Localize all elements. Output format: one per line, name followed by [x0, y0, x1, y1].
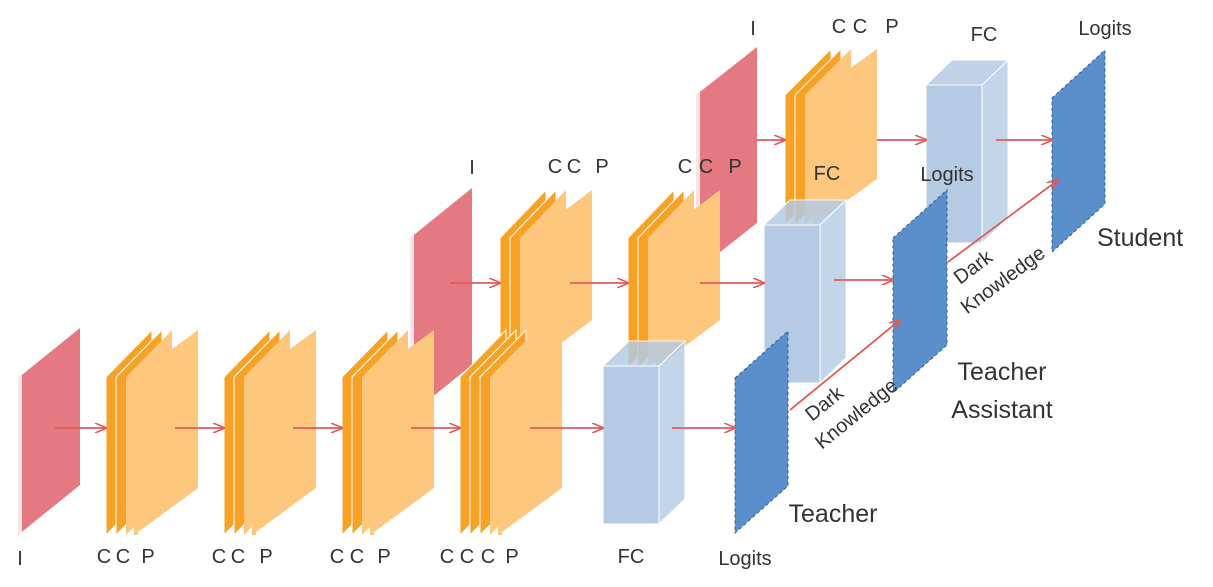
student-network: I C C P FC Logits — [696, 16, 1132, 271]
teacher-network: I C C P C C P C C P C C C P FC Logits — [17, 328, 789, 570]
assistant-conv-label: C — [699, 156, 713, 178]
assistant-model-label-line1: Teacher — [958, 358, 1047, 386]
teacher-conv-label: C — [440, 546, 454, 568]
dark-knowledge-arrow-upper — [947, 180, 1058, 263]
teacher-conv-label: C — [116, 546, 130, 568]
teacher-pool-label: P — [505, 546, 518, 568]
assistant-pool-label: P — [595, 156, 608, 178]
teacher-input-label: I — [17, 548, 23, 570]
teacher-pool-label: P — [141, 546, 154, 568]
dark-knowledge-arrow-lower — [789, 320, 900, 411]
assistant-conv-label: C — [548, 156, 562, 178]
student-conv-label: C — [853, 16, 867, 38]
teacher-conv-label: C — [231, 546, 245, 568]
teacher-conv-block-3 — [341, 328, 434, 537]
teacher-conv-label: C — [97, 546, 111, 568]
student-conv-label: C — [832, 16, 846, 38]
teacher-conv-label: C — [350, 546, 364, 568]
assistant-input-label: I — [469, 157, 475, 179]
student-fc-layer — [924, 58, 1010, 245]
teacher-pool-label: P — [259, 546, 272, 568]
assistant-pool-label: P — [728, 156, 741, 178]
teacher-conv-block-1 — [105, 328, 198, 537]
assistant-conv-block-2 — [627, 188, 720, 370]
assistant-model-label-line2: Assistant — [951, 396, 1052, 424]
student-input-label: I — [750, 18, 756, 40]
student-conv-block-1 — [784, 47, 877, 227]
teacher-conv-label: C — [460, 546, 474, 568]
teacher-input-layer — [18, 328, 80, 535]
assistant-logits-layer — [892, 188, 948, 395]
student-model-label: Student — [1097, 224, 1183, 252]
student-pool-label: P — [885, 16, 898, 38]
student-logits-layer — [1051, 48, 1106, 254]
teacher-model-label: Teacher — [789, 500, 878, 528]
teacher-pool-label: P — [377, 546, 390, 568]
assistant-conv-block-1 — [499, 188, 592, 370]
assistant-conv-label: C — [678, 156, 692, 178]
teacher-logits-layer — [734, 329, 789, 535]
teacher-conv-block-2 — [223, 328, 316, 537]
assistant-conv-label: C — [567, 156, 581, 178]
teacher-logits-label: Logits — [718, 548, 771, 570]
teacher-fc-layer — [601, 339, 687, 526]
assistant-fc-layer — [762, 198, 848, 385]
teacher-conv-label: C — [212, 546, 226, 568]
teacher-conv-label: C — [481, 546, 495, 568]
teacher-conv-block-4 — [459, 328, 562, 537]
teacher-fc-label: FC — [618, 546, 645, 568]
assistant-logits-label: Logits — [920, 164, 973, 186]
assistant-fc-label: FC — [814, 163, 841, 185]
teacher-conv-label: C — [330, 546, 344, 568]
assistant-network: I C C P C C P FC Logits — [410, 156, 974, 415]
student-fc-label: FC — [971, 24, 998, 46]
student-logits-label: Logits — [1078, 18, 1131, 40]
